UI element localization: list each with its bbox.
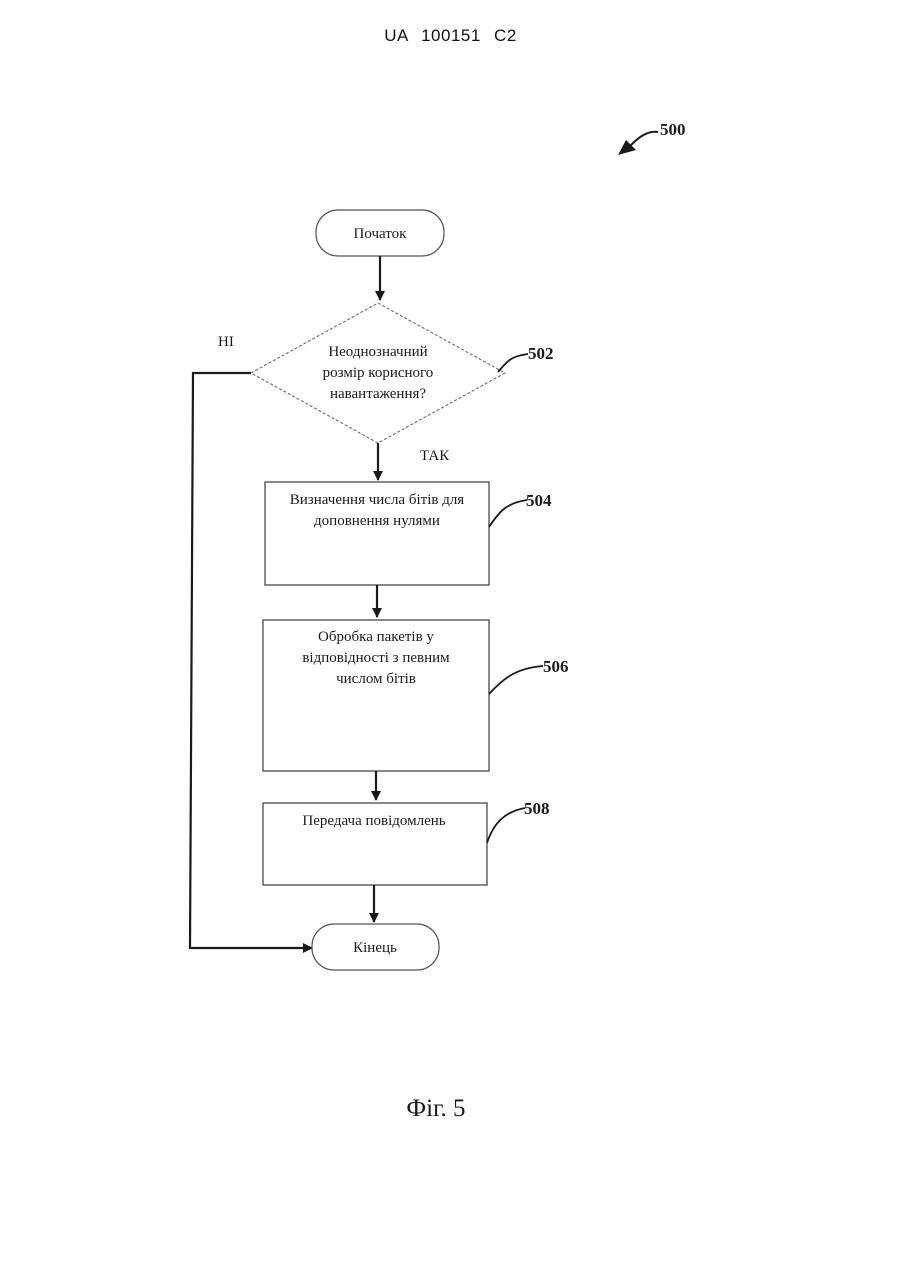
overall-reference-leader <box>630 132 658 146</box>
figure-caption: Фіг. 5 <box>406 1095 465 1122</box>
decision-reference-number: 502 <box>528 344 554 363</box>
overall-reference-marker: 500 <box>618 120 686 155</box>
end-label: Кінець <box>353 940 397 956</box>
step504-label-line-1: Визначення числа бітів для <box>290 492 465 508</box>
step506-label-line-3: числом бітів <box>336 671 416 687</box>
step506-reference-leader <box>489 666 543 694</box>
step506-label-line-1: Обробка пакетів у <box>318 629 434 645</box>
step506-node: Обробка пакетів у відповідності з певним… <box>263 620 569 771</box>
decision-label-line-3: навантаження? <box>330 386 426 402</box>
step508-node: Передача повідомлень 508 <box>263 799 550 885</box>
step504-label-line-2: доповнення нулями <box>314 513 440 529</box>
decision-reference-leader <box>498 354 528 372</box>
decision-node: Неоднозначний розмір корисного навантаже… <box>218 303 554 464</box>
step508-reference-number: 508 <box>524 799 550 818</box>
overall-reference-number: 500 <box>660 120 686 139</box>
decision-label-line-1: Неоднозначний <box>328 344 427 360</box>
step504-node: Визначення числа бітів для доповнення ну… <box>265 482 552 585</box>
decision-yes-label: ТАК <box>420 448 450 464</box>
step508-label-line-1: Передача повідомлень <box>302 813 445 829</box>
step504-reference-leader <box>489 500 527 527</box>
decision-no-label: НІ <box>218 334 234 350</box>
step506-label-line-2: відповідності з певним <box>302 650 450 666</box>
decision-label-line-2: розмір корисного <box>323 365 434 381</box>
step508-reference-leader <box>487 808 525 843</box>
end-node: Кінець <box>312 924 439 970</box>
start-node: Початок <box>316 210 444 256</box>
start-label: Початок <box>354 226 408 242</box>
step506-reference-number: 506 <box>543 657 569 676</box>
step504-reference-number: 504 <box>526 491 552 510</box>
